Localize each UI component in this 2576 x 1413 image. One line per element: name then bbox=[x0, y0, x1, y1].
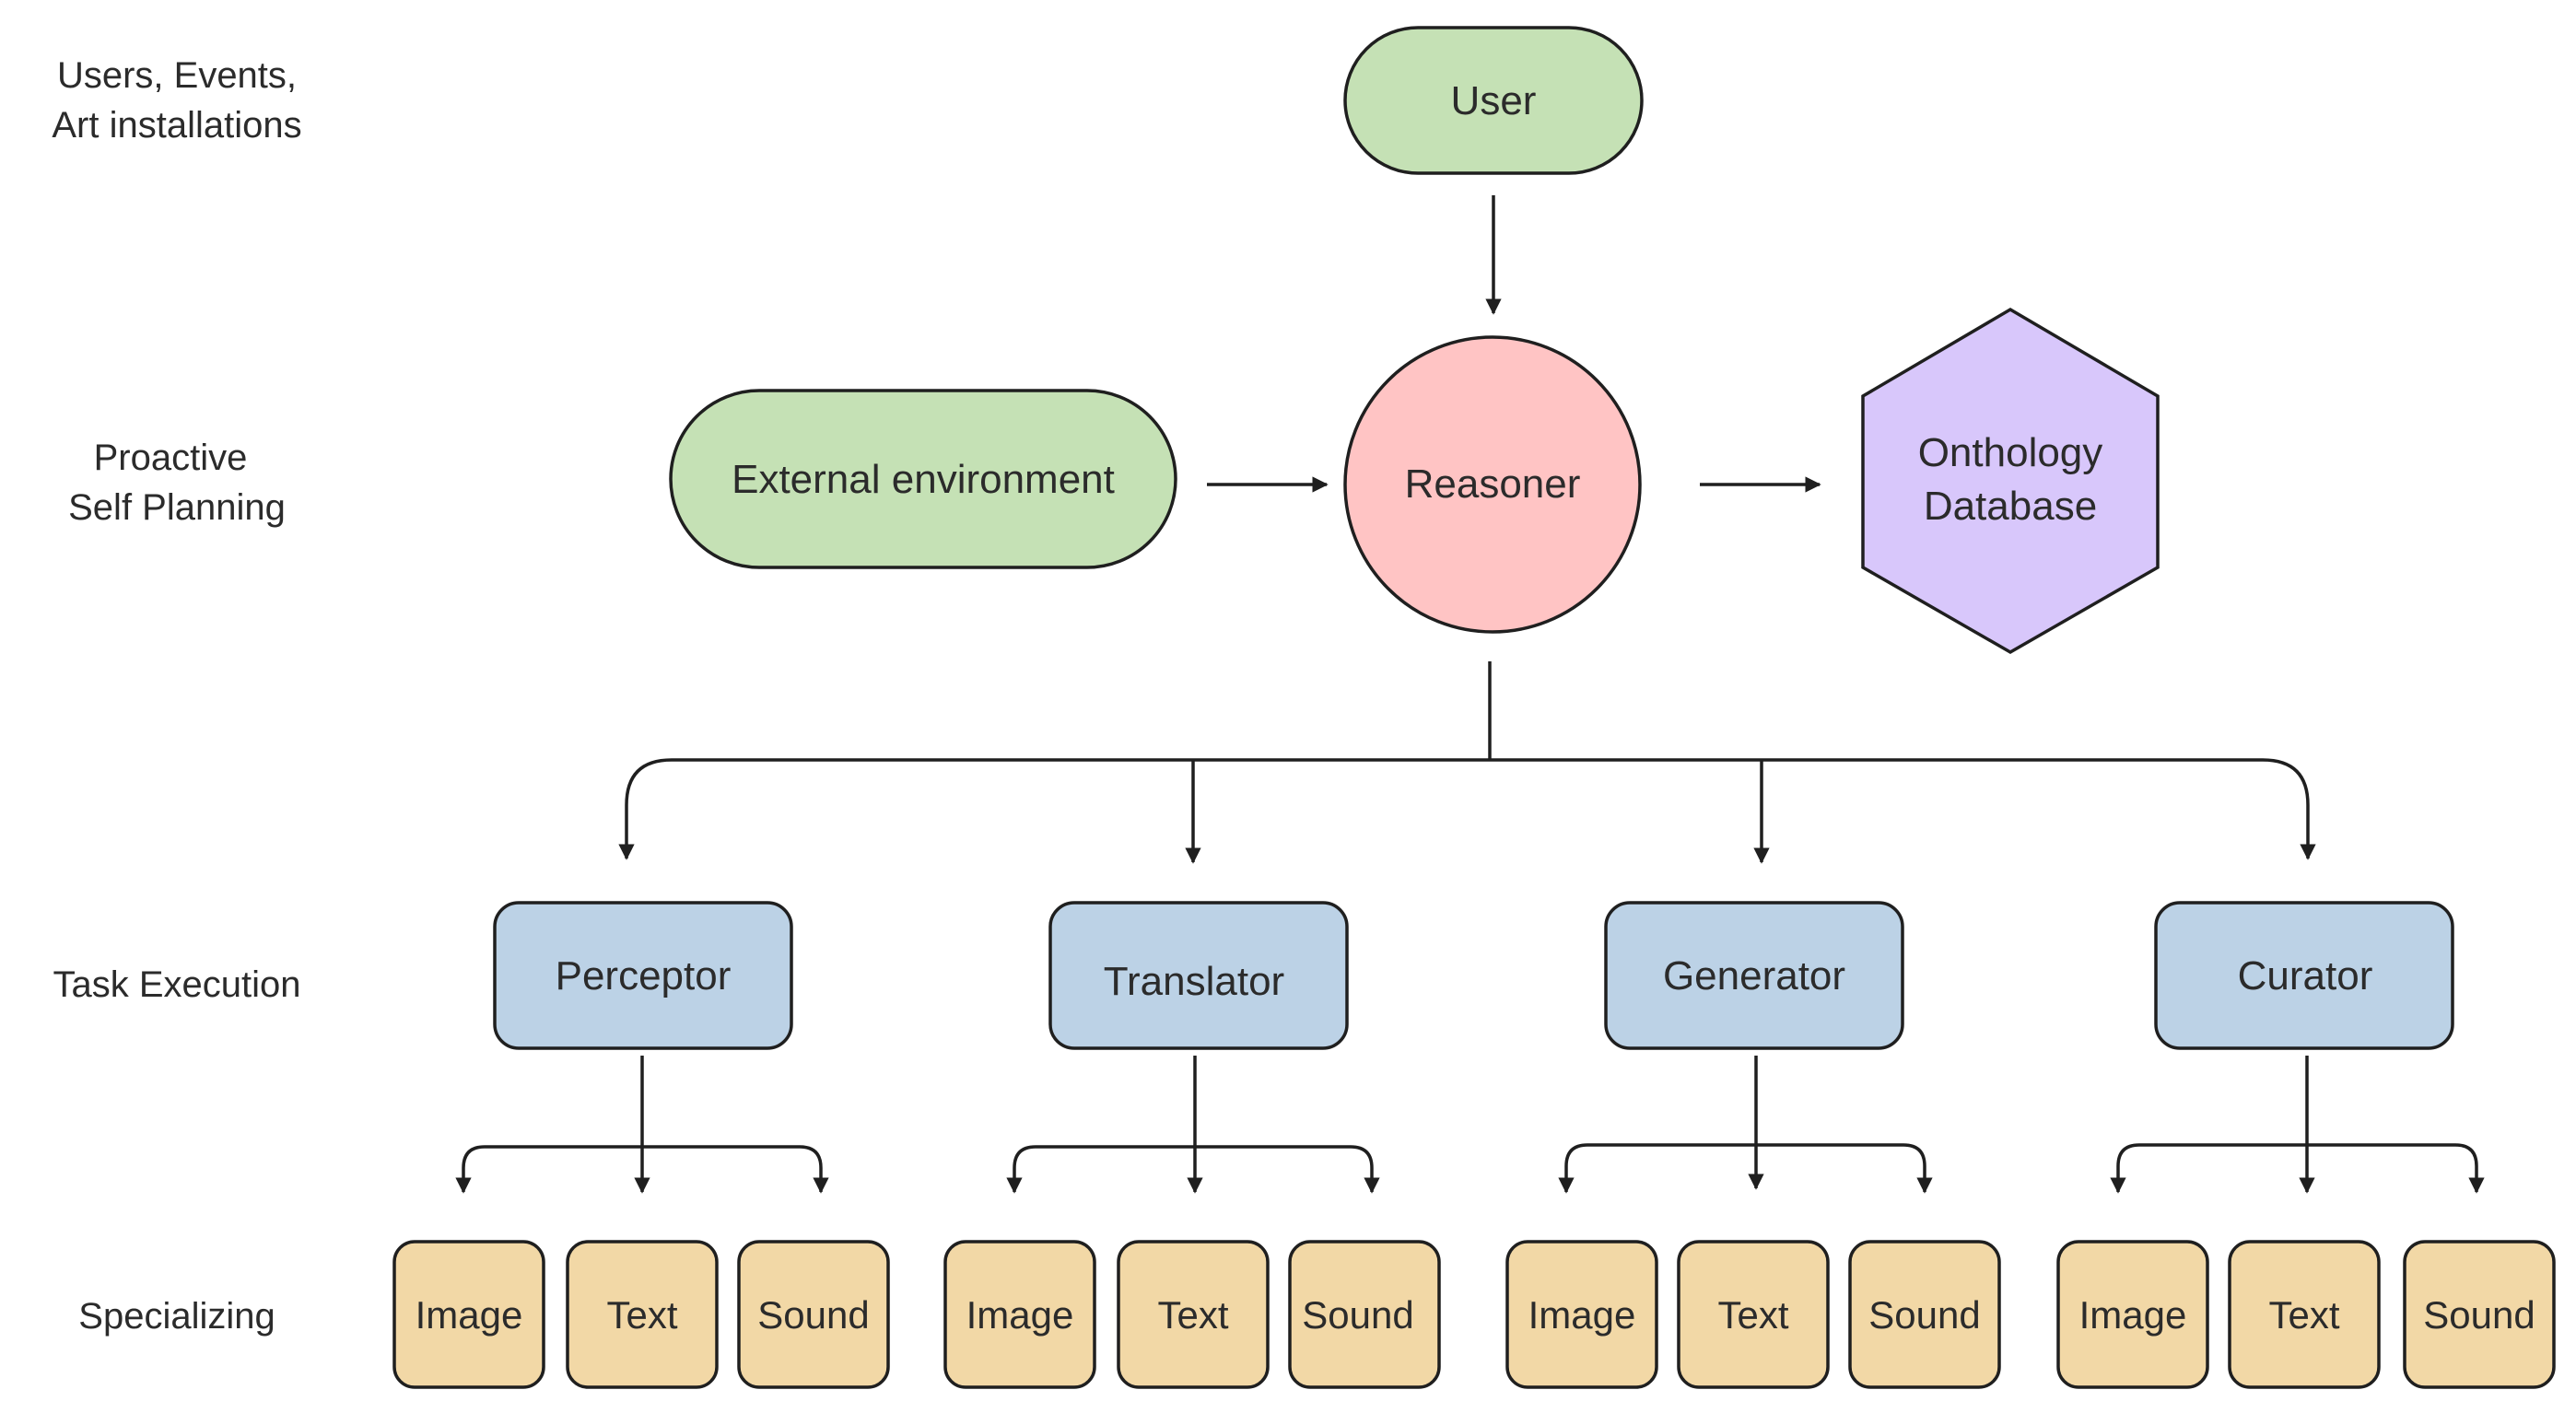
specialist-label: Sound bbox=[1868, 1293, 1980, 1337]
specialist-box bbox=[1677, 1240, 1830, 1389]
specialist-box bbox=[392, 1240, 545, 1389]
specialist-box bbox=[2403, 1240, 2556, 1389]
specialist-box bbox=[566, 1240, 719, 1389]
ontology-database-label-line2: Database bbox=[1924, 484, 2097, 529]
specialist-box bbox=[2228, 1240, 2381, 1389]
agent-curator: Curator bbox=[2154, 901, 2454, 1050]
agent-translator-label: Translator bbox=[1104, 959, 1284, 1004]
agent-perceptor-box bbox=[493, 901, 793, 1050]
specialist-label: Text bbox=[2268, 1293, 2339, 1337]
curator-branch-connector bbox=[2110, 1056, 2485, 1194]
agent-curator-label: Curator bbox=[2238, 953, 2373, 998]
specialist-label: Image bbox=[966, 1293, 1074, 1337]
specialist-label: Image bbox=[416, 1293, 523, 1337]
ontology-database-label-line1: Onthology bbox=[1918, 430, 2103, 475]
specialist-box bbox=[737, 1240, 890, 1389]
agent-generator-label: Generator bbox=[1663, 953, 1845, 998]
generator-specialists: Image Text Sound bbox=[1505, 1240, 2001, 1389]
perceptor-branch-connector bbox=[455, 1056, 829, 1194]
external-environment-label: External environment bbox=[732, 457, 1115, 502]
user-node bbox=[1343, 26, 1644, 175]
specialist-box bbox=[943, 1240, 1096, 1389]
specialist-label: Sound bbox=[757, 1293, 869, 1337]
reasoner-node bbox=[1343, 335, 1642, 634]
specialist-box bbox=[2056, 1240, 2209, 1389]
perceptor-specialists: Image Text Sound bbox=[392, 1240, 890, 1389]
generator-branch-connector bbox=[1558, 1056, 1933, 1194]
row-label-planning-line2: Self Planning bbox=[68, 487, 286, 528]
reasoner-branch-connector bbox=[618, 661, 2316, 864]
translator-branch-connector bbox=[1006, 1056, 1380, 1194]
row-label-users-line2: Art installations bbox=[52, 105, 301, 146]
specialist-label: Image bbox=[1528, 1293, 1636, 1337]
specialist-box bbox=[1848, 1240, 2001, 1389]
specialist-box bbox=[1288, 1240, 1441, 1389]
agent-translator-box bbox=[1048, 901, 1349, 1050]
agent-perceptor: Perceptor bbox=[493, 901, 793, 1050]
agent-curator-box bbox=[2154, 901, 2454, 1050]
row-label-task-execution: Task Execution bbox=[53, 964, 300, 1005]
row-label-users-line1: Users, Events, bbox=[57, 55, 297, 96]
specialist-label: Sound bbox=[1302, 1293, 1413, 1337]
curator-specialists: Image Text Sound bbox=[2056, 1240, 2556, 1389]
translator-specialists: Image Text Sound bbox=[943, 1240, 1441, 1389]
external-environment-node bbox=[669, 389, 1177, 569]
row-label-planning-line1: Proactive bbox=[94, 438, 248, 478]
specialist-label: Text bbox=[1157, 1293, 1228, 1337]
reasoner-label: Reasoner bbox=[1405, 461, 1581, 507]
agent-translator: Translator bbox=[1048, 901, 1349, 1050]
agent-perceptor-label: Perceptor bbox=[556, 953, 732, 998]
agent-generator: Generator bbox=[1604, 901, 1904, 1050]
specialist-label: Sound bbox=[2423, 1293, 2535, 1337]
specialist-label: Image bbox=[2079, 1293, 2187, 1337]
specialist-label: Text bbox=[606, 1293, 677, 1337]
user-node-label: User bbox=[1451, 78, 1537, 123]
specialist-box bbox=[1505, 1240, 1658, 1389]
row-label-specializing: Specializing bbox=[78, 1296, 275, 1337]
agent-generator-box bbox=[1604, 901, 1904, 1050]
ontology-database-node bbox=[1861, 307, 2160, 655]
specialist-label: Text bbox=[1717, 1293, 1788, 1337]
specialist-box bbox=[1117, 1240, 1270, 1389]
